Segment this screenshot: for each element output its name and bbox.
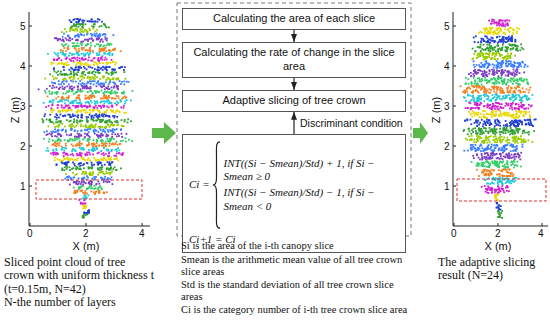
formula-row: Ci = INT((Si − Smean)/Std) + 1, if Si − S… — [189, 140, 399, 230]
highlight-box — [36, 180, 142, 199]
flow-arrow — [152, 122, 176, 144]
figure-caption: The adaptive slicing result (N=24) — [438, 256, 546, 283]
tick-label: 2 — [444, 141, 450, 152]
symbol-definition: Smean is the arithmetic mean value of al… — [181, 254, 413, 277]
edge-label: Discriminant condition — [299, 117, 404, 129]
axis-title: Z (m) — [430, 97, 442, 123]
box-text: Calculating the area of each slice — [189, 12, 399, 26]
tick-label: 4 — [20, 61, 26, 72]
flow-arrow — [293, 78, 294, 91]
tick-label: 2 — [20, 141, 26, 152]
tick-label: 2 — [83, 228, 89, 239]
right-axes — [453, 12, 548, 226]
box-text: Calculating the rate of change in the sl… — [189, 46, 399, 74]
point-cloud-adaptive — [460, 19, 537, 219]
tick-label: 0 — [27, 228, 33, 239]
axis-title: X (m) — [485, 240, 512, 252]
highlight-box — [457, 179, 546, 201]
tick-label: 4 — [538, 228, 544, 239]
tick-label: 3 — [444, 101, 450, 112]
symbol-definition: Si is the area of the i-th canopy slice — [181, 240, 413, 252]
tick-label: 3 — [20, 101, 26, 112]
process-box: Calculating the area of each slice — [182, 8, 406, 30]
figure-caption: N-the number of layers — [4, 296, 154, 309]
formula-case: INT((Si − Smean)/Std) − 1, if Si − Smean… — [224, 186, 399, 214]
brace — [212, 140, 221, 230]
formula-box: Ci = INT((Si − Smean)/Std) + 1, if Si − S… — [182, 134, 406, 253]
flow-arrow — [293, 30, 294, 42]
tick-label: 5 — [20, 21, 26, 32]
process-box: Adaptive slicing of tree crown — [182, 90, 406, 112]
tick-label: 5 — [444, 21, 450, 32]
box-text: Adaptive slicing of tree crown — [189, 94, 399, 108]
symbol-definition: Ci is the category number of i-th tree c… — [181, 304, 413, 316]
flow-arrow — [413, 122, 428, 144]
axis-title: Z (m) — [9, 97, 21, 123]
figure-caption: Sliced point cloud of tree crown with un… — [4, 256, 154, 296]
point-cloud-uniform — [38, 18, 134, 219]
formula-cases: INT((Si − Smean)/Std) + 1, if Si − Smean… — [224, 140, 399, 230]
symbol-definition: Std is the standard deviation of all tre… — [181, 279, 413, 302]
tick-label: 1 — [444, 181, 450, 192]
flow-arrow — [293, 112, 294, 134]
process-box: Calculating the rate of change in the sl… — [182, 42, 406, 78]
tick-label: 4 — [139, 228, 145, 239]
tick-label: 4 — [444, 61, 450, 72]
left-axes — [29, 12, 150, 226]
axis-title: X (m) — [73, 240, 100, 252]
formula-case: INT((Si − Smean)/Std) + 1, if Si − Smean… — [224, 157, 399, 185]
tick-label: 0 — [451, 228, 457, 239]
formula-term: Ci = — [189, 178, 210, 192]
tick-label: 2 — [495, 228, 501, 239]
tick-label: 1 — [20, 181, 26, 192]
